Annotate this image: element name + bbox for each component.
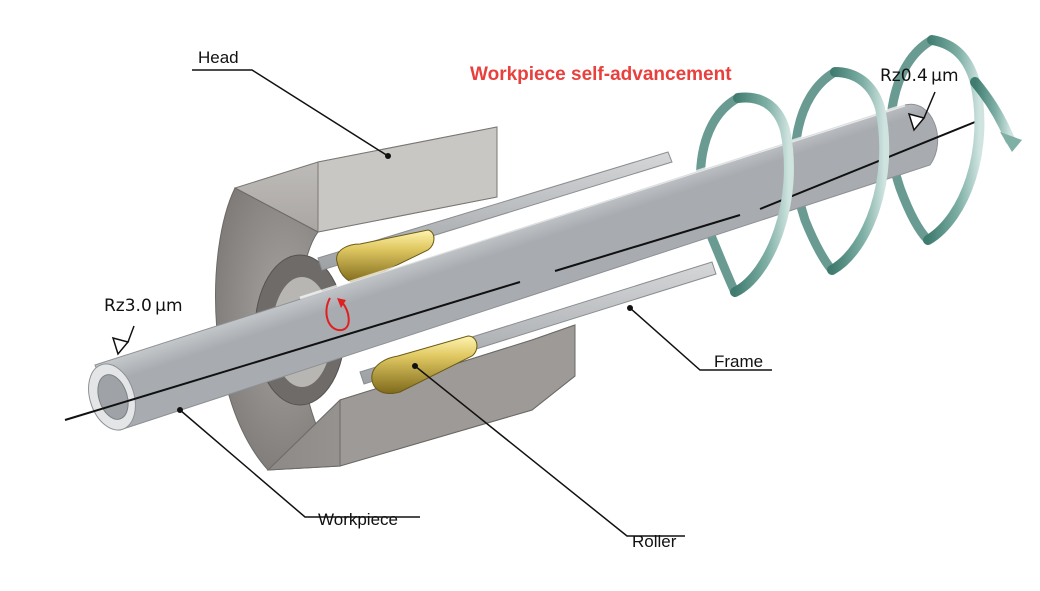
- frame-label: Frame: [714, 352, 764, 371]
- spiral-arrowhead: [1000, 132, 1022, 152]
- frame-leader: [629, 307, 772, 371]
- rotation-arrow: [325, 297, 350, 332]
- leader-lines: [179, 69, 772, 537]
- rotation-arrowhead: [337, 298, 346, 308]
- self-advancement-title: Workpiece self-advancement: [470, 64, 732, 85]
- roughness-symbol-input: [111, 325, 135, 356]
- roller-leader: [414, 365, 685, 537]
- roughness-symbol-output: [907, 91, 936, 132]
- axis-line: [64, 121, 976, 421]
- workpiece-leader-dot: [177, 407, 183, 413]
- roller-leader-dot: [412, 363, 418, 369]
- roughness-output-label: Rz0.4 µm: [880, 66, 959, 86]
- head-label: Head: [198, 48, 239, 67]
- head-leader: [192, 69, 389, 157]
- spiral-front: [730, 35, 1015, 297]
- workpiece-leader: [179, 409, 420, 518]
- roughness-input-label: Rz3.0 µm: [104, 296, 183, 316]
- roller-label: Roller: [632, 532, 677, 551]
- workpiece-label: Workpiece: [318, 510, 398, 529]
- roller-top: [336, 229, 435, 284]
- roller-bottom: [371, 335, 478, 394]
- frame-leader-dot: [627, 305, 633, 311]
- head-leader-dot: [385, 153, 391, 159]
- workpiece-tube: [88, 103, 939, 431]
